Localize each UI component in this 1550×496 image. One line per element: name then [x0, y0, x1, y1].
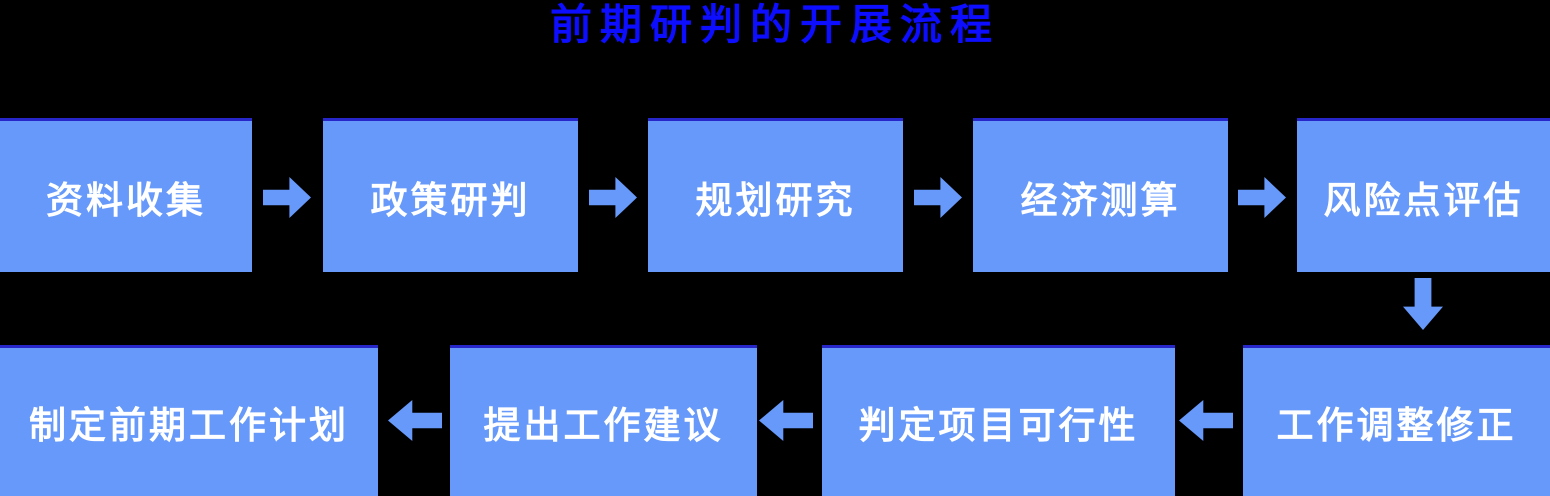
node-planning-research: 规划研究: [648, 118, 903, 272]
node-preliminary-work-plan: 制定前期工作计划: [0, 345, 378, 496]
node-policy-analysis: 政策研判: [323, 118, 578, 272]
right-arrow-icon: [914, 177, 962, 218]
page-title: 前期研判的开展流程: [549, 1, 1000, 48]
right-arrow-icon: [589, 177, 637, 218]
node-data-collection: 资料收集: [0, 118, 252, 272]
node-economic-calculation: 经济测算: [973, 118, 1228, 272]
right-arrow-icon: [263, 177, 311, 218]
right-arrow-icon: [1238, 177, 1286, 218]
left-arrow-icon: [1179, 400, 1233, 441]
down-arrow-icon: [1403, 278, 1443, 330]
node-feasibility-judgment: 判定项目可行性: [822, 345, 1175, 496]
node-work-suggestion: 提出工作建议: [450, 345, 757, 496]
left-arrow-icon: [388, 400, 442, 441]
node-work-adjustment: 工作调整修正: [1243, 345, 1550, 496]
left-arrow-icon: [759, 400, 813, 441]
node-risk-assessment: 风险点评估: [1297, 118, 1550, 272]
